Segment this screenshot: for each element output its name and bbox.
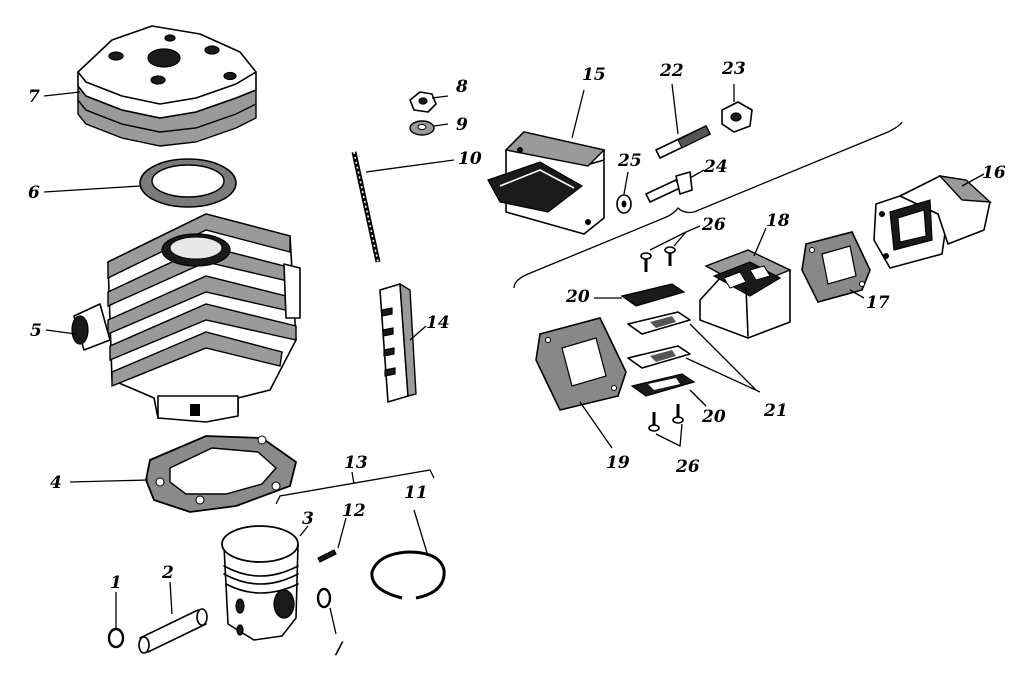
label-5: 5 (30, 321, 42, 341)
label-16: 16 (982, 163, 1006, 183)
label-9: 9 (456, 115, 468, 135)
part-7-cylinder-head (43, 25, 257, 147)
part-3-piston (221, 525, 309, 641)
part-11-piston-ring (370, 509, 446, 600)
part-8-nut (409, 91, 449, 113)
label-1b: / (334, 639, 344, 659)
label-11: 11 (404, 483, 428, 503)
label-6: 6 (28, 183, 40, 203)
part-9-washer (409, 120, 449, 136)
part-19-gasket (535, 317, 627, 449)
label-8: 8 (455, 77, 468, 97)
label-25: 25 (617, 151, 642, 171)
callout-labels: 7 6 5 4 1 2 3 12 13 11 / 8 9 10 14 15 22… (28, 59, 1006, 659)
part-20-plate-bottom (630, 373, 707, 407)
label-20-top: 20 (565, 287, 590, 307)
part-26-screws-top (640, 225, 701, 272)
label-17: 17 (866, 293, 890, 313)
part-1-circlip (107, 592, 125, 649)
part-5-cylinder (45, 213, 301, 423)
part-17-gasket (801, 231, 871, 303)
label-26-top: 26 (701, 215, 726, 235)
part-10-stud (351, 151, 455, 263)
label-2: 2 (161, 563, 174, 583)
part-13-bracket (275, 469, 435, 505)
part-6-head-gasket (43, 158, 237, 208)
label-22: 22 (659, 61, 684, 81)
label-18: 18 (766, 211, 790, 231)
label-10: 10 (458, 149, 482, 169)
part-25-washer (616, 171, 632, 214)
part-21-reeds (627, 311, 761, 393)
label-1: 1 (110, 573, 122, 593)
part-1b-circlip (316, 587, 337, 635)
label-20-bottom: 20 (701, 407, 726, 427)
label-12: 12 (342, 501, 366, 521)
part-24-bolt (645, 169, 705, 203)
label-21: 21 (763, 401, 788, 421)
label-23: 23 (721, 59, 746, 79)
part-4-base-gasket (69, 435, 298, 513)
part-12-pin (317, 517, 347, 563)
part-23-nut (721, 84, 753, 133)
label-15: 15 (582, 65, 606, 85)
part-18-reed-cage (699, 227, 792, 339)
part-22-stud (655, 83, 711, 159)
label-24: 24 (703, 157, 728, 177)
label-14: 14 (426, 313, 450, 333)
group-brace (513, 121, 903, 289)
label-7: 7 (28, 87, 40, 107)
label-4: 4 (50, 473, 62, 493)
label-3: 3 (302, 509, 314, 529)
label-19: 19 (606, 453, 630, 473)
part-20-plate-top (594, 283, 686, 307)
part-26-screws-bottom (648, 404, 684, 448)
part-15-reed-body (487, 89, 606, 235)
part-2-piston-pin (138, 581, 208, 654)
label-26-bottom: 26 (675, 457, 700, 477)
label-13: 13 (344, 453, 368, 473)
part-16-manifold (873, 173, 992, 269)
part-14-plate (379, 282, 427, 403)
